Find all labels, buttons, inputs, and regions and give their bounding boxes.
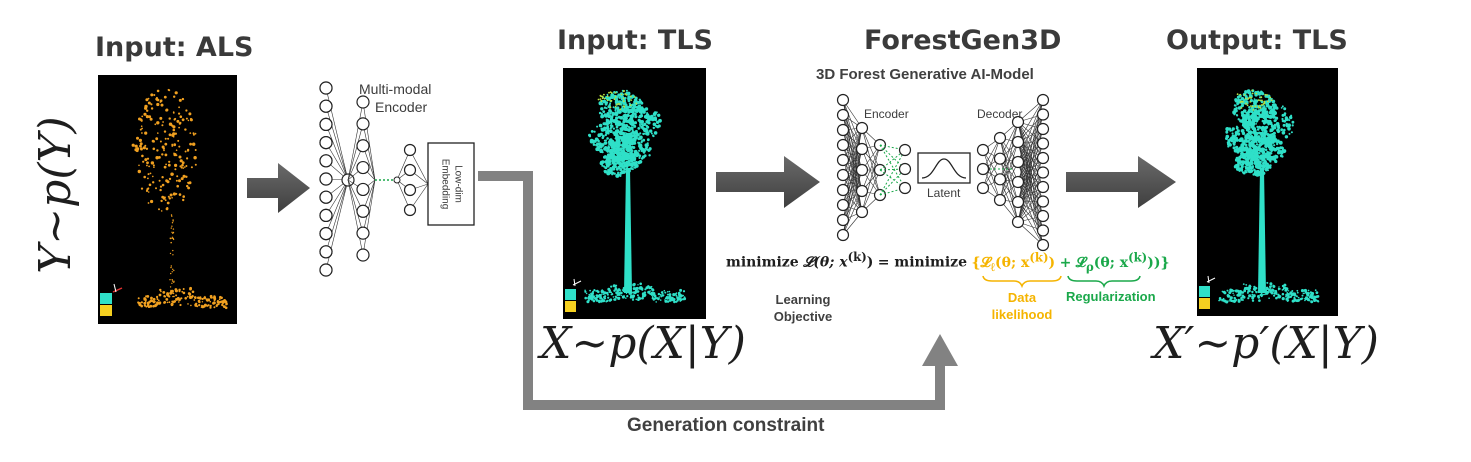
arrow-als-to-encoder: [247, 163, 310, 213]
equation-close: ))}: [1147, 254, 1170, 271]
latent-gaussian-curve: [921, 158, 967, 179]
tls-output-tree-points: [1218, 89, 1320, 304]
learning-objective-equation: minimize 𝓛(θ; x(k)) = minimize {𝓛ℓ(θ; x(…: [726, 250, 1170, 274]
arrow-tls-to-model: [716, 156, 820, 208]
tls-output-axis-icon: [1206, 275, 1216, 284]
data-label-line2: likelihood: [991, 306, 1053, 322]
data-label-line1: Data: [1007, 290, 1037, 305]
model-name-title: ForestGen3D: [864, 25, 1062, 56]
x-prime-label: X′~p′(X|Y): [1153, 318, 1379, 369]
regularization-term-args: (θ; x: [1093, 254, 1129, 271]
latent-distribution-box: [917, 152, 971, 184]
low-dim-embedding-label: Low-dim Embedding: [439, 159, 464, 210]
generative-model-network: [836, 93, 1050, 252]
low-dim-embedding-box: [427, 142, 475, 226]
loss-left: 𝓛(θ; x: [803, 254, 848, 271]
x-conditional-label: X~p(X|Y): [540, 318, 746, 369]
tls-output-legend-cyan-swatch: [1199, 286, 1210, 297]
multimodal-encoder-label-line2: Encoder: [375, 99, 428, 115]
tls-output-point-cloud-panel: [1197, 68, 1338, 316]
data-likelihood-label: Data likelihood: [992, 290, 1053, 324]
multimodal-encoder-network: [319, 81, 429, 277]
generation-constraint-path: [478, 171, 945, 410]
generation-constraint-label: Generation constraint: [627, 415, 825, 436]
data-term-superscript: (k): [1029, 250, 1049, 264]
learning-label-line1: Learning: [775, 292, 831, 307]
data-term-subscript: ℓ: [990, 259, 996, 274]
plus-sign: +: [1059, 254, 1072, 271]
als-axis-icon: [112, 283, 123, 293]
regularization-brace: [1067, 275, 1141, 289]
multimodal-encoder-label-line1: Multi-modal: [359, 81, 432, 97]
als-legend-cyan-swatch: [100, 293, 112, 304]
learning-objective-label: Learning Objective: [774, 292, 833, 326]
tls-output-legend-yellow-swatch: [1199, 298, 1210, 309]
als-point-cloud-panel: [98, 75, 237, 324]
tls-input-axis-icon: [572, 278, 582, 287]
decoder-label: Decoder: [977, 107, 1023, 121]
model-subtitle: 3D Forest Generative AI-Model: [816, 66, 1034, 83]
input-als-title: Input: ALS: [95, 32, 254, 63]
tls-input-tree-points: [584, 89, 687, 304]
embedding-line2: Embedding: [440, 158, 451, 210]
als-tree-points: [131, 88, 228, 310]
output-tls-title: Output: TLS: [1166, 25, 1348, 56]
minimize-left: minimize: [726, 254, 799, 271]
learning-label-line2: Objective: [773, 308, 833, 324]
latent-label: Latent: [927, 186, 961, 200]
equals-minimize: = minimize: [877, 254, 968, 271]
embedding-line1: Low-dim: [452, 165, 464, 203]
input-tls-title: Input: TLS: [557, 25, 713, 56]
data-likelihood-brace: [982, 275, 1062, 289]
data-term-args: (θ; x: [995, 254, 1030, 271]
regularization-term-superscript: (k): [1128, 250, 1148, 264]
y-distribution-label: Y~p(Y): [30, 116, 81, 274]
data-term: {𝓛: [971, 254, 991, 271]
als-legend-yellow-swatch: [100, 305, 112, 316]
tls-input-legend-yellow-swatch: [565, 301, 576, 312]
regularization-term-subscript: ρ: [1085, 259, 1094, 274]
loss-left-superscript: (k): [847, 250, 867, 264]
encoder-label: Encoder: [864, 107, 909, 121]
regularization-label: Regularization: [1066, 289, 1156, 304]
arrow-model-to-output: [1066, 156, 1176, 208]
generation-constraint-arrowhead: [922, 334, 958, 366]
regularization-term: 𝓛: [1075, 254, 1086, 271]
tls-input-legend-cyan-swatch: [565, 289, 576, 300]
